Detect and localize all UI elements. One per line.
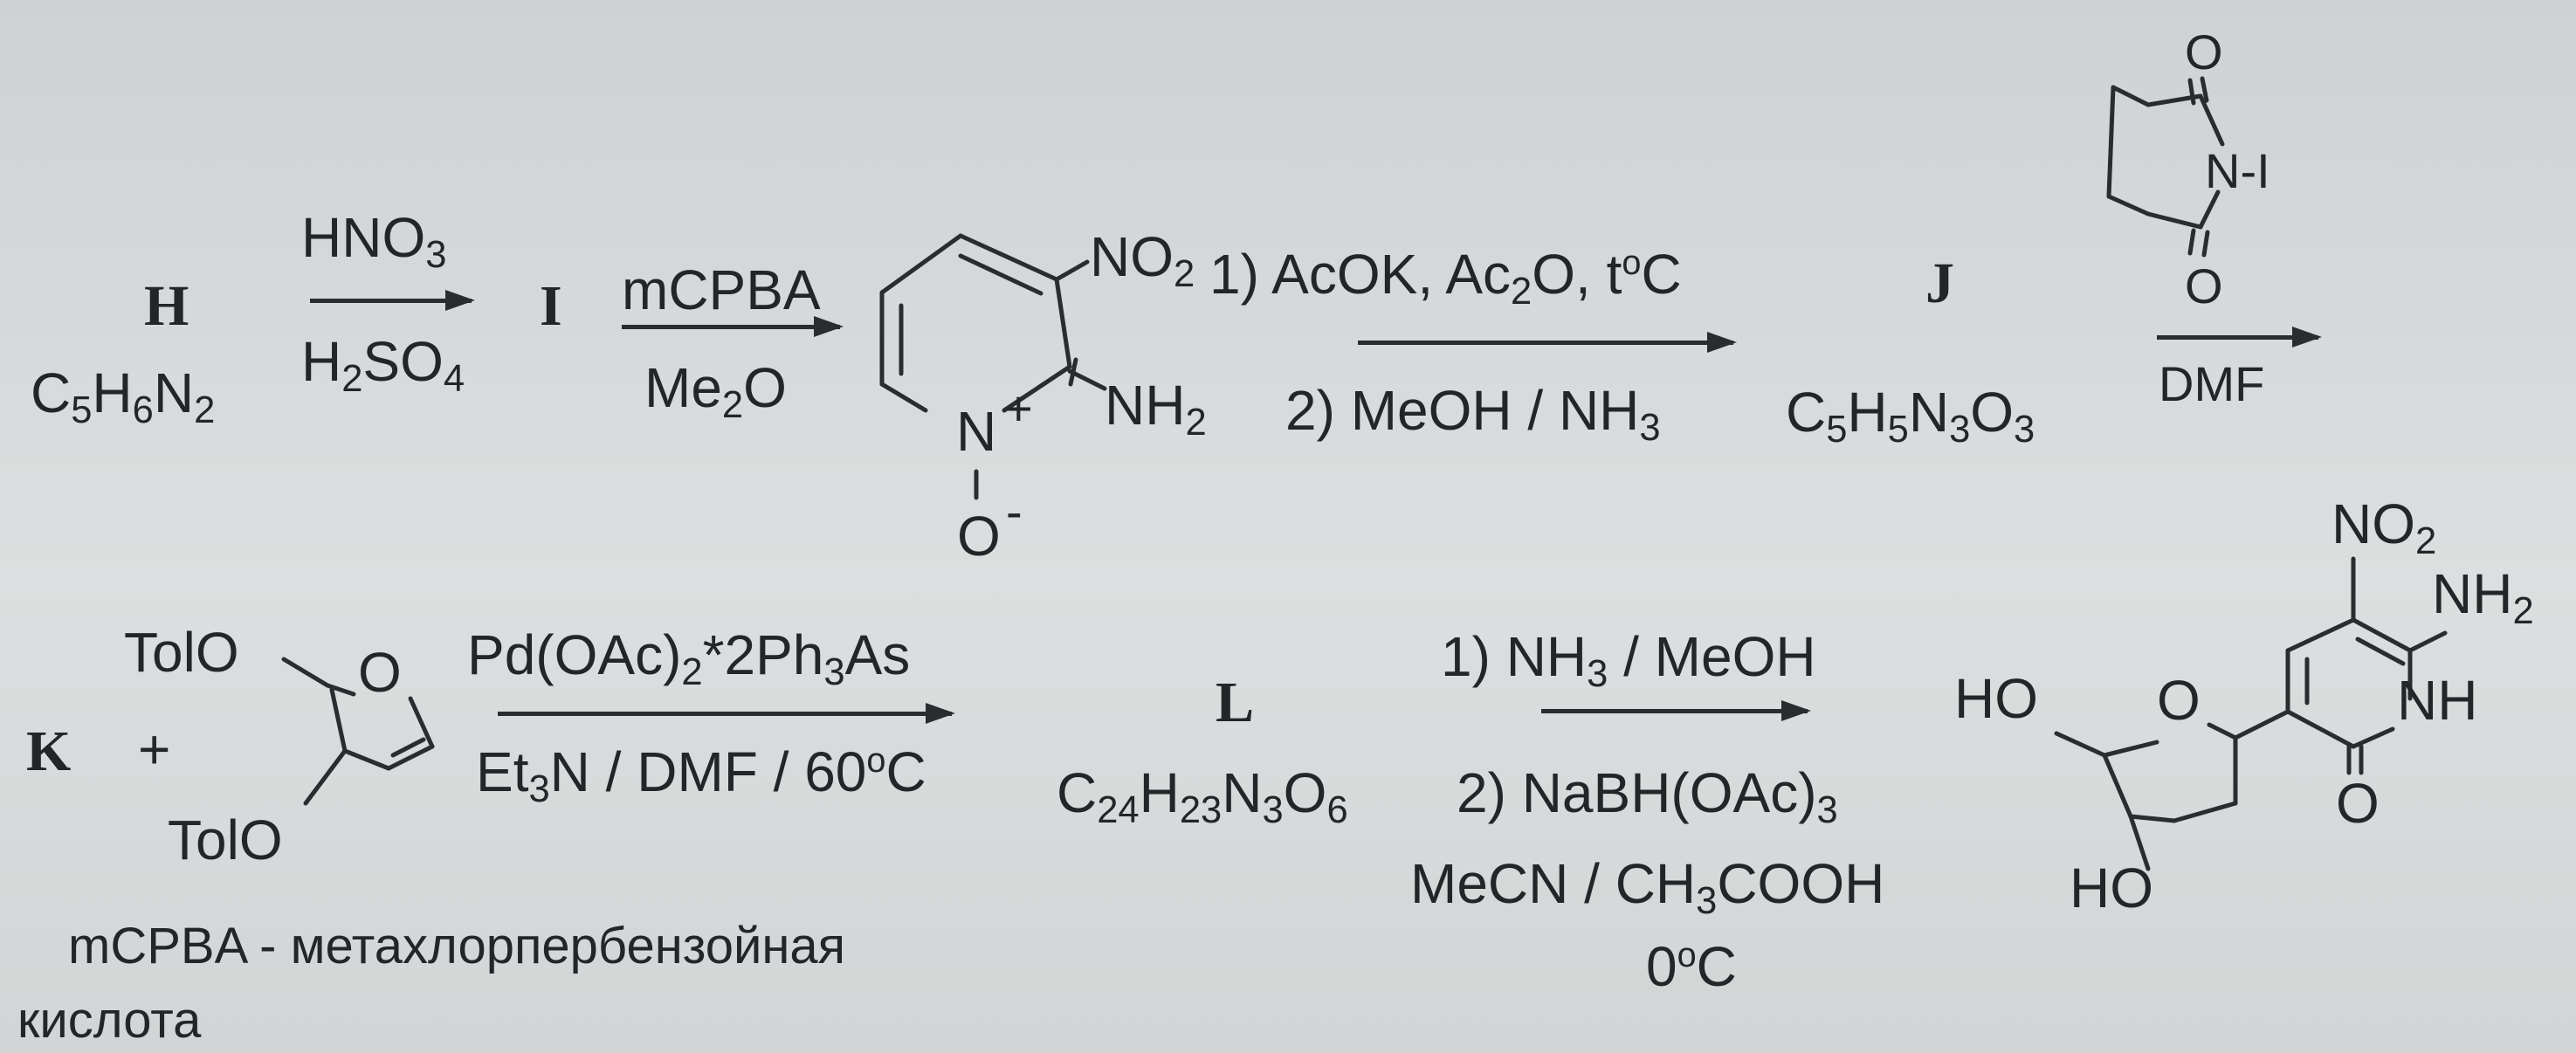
- step6-reagent-below-2: MeCN / CH3COOH: [1410, 852, 1885, 923]
- compound-k-label: K: [26, 719, 72, 783]
- pyridine-nh2-label: NH2: [1105, 374, 1207, 444]
- glycal-tolo-bottom: TolO: [168, 809, 283, 871]
- footnote-line-1: mCPBA - метахлорпербензойная: [68, 918, 846, 974]
- product-carbonyl-o: O: [2336, 772, 2380, 835]
- product-bonds: [2054, 556, 2448, 871]
- step6-reagent-above: 1) NH3 / MeOH: [1441, 625, 1816, 696]
- step4-arrow: [2157, 327, 2322, 348]
- product-ho-bottom: HO: [2070, 857, 2153, 919]
- product-no2-label: NO2: [2331, 492, 2437, 563]
- pyridine-n-label: N: [956, 400, 997, 463]
- product-ho-top: HO: [1954, 667, 2038, 730]
- step1-arrow: [310, 290, 475, 311]
- step3-reagent-below: 2) MeOH / NH3: [1285, 379, 1661, 450]
- compound-j-label: J: [1925, 251, 1954, 315]
- step6-reagent-below-3: 0oC: [1646, 935, 1737, 998]
- step5-arrow: [498, 703, 955, 724]
- product-nh2-label: NH2: [2432, 562, 2534, 633]
- step5-reagent-above: Pd(OAc)2*2Ph3As: [467, 623, 911, 694]
- compound-i-label: I: [540, 274, 562, 338]
- pyridine-oxide-ring-bonds: [879, 233, 1107, 500]
- nis-bonds: [2106, 76, 2225, 258]
- footnote-line-2: кислота: [17, 992, 202, 1049]
- glycal-ring-o: O: [358, 641, 402, 704]
- step1-reagent-above: HNO3: [301, 206, 447, 277]
- compound-j-formula: C5H5N3O3: [1786, 381, 2035, 451]
- glycal-tolo-top: TolO: [124, 621, 239, 684]
- step2-arrow: [622, 316, 844, 337]
- plus-sign: +: [138, 718, 171, 781]
- pyridine-o-label: O: [957, 505, 1001, 568]
- nis-o-bottom: O: [2185, 258, 2223, 313]
- step4-reagent-below: DMF: [2159, 356, 2265, 411]
- compound-h-label: H: [144, 274, 189, 338]
- pyridine-minus-charge: -: [1006, 484, 1023, 539]
- step6-arrow: [1541, 700, 1811, 721]
- step1-reagent-below: H2SO4: [301, 330, 465, 401]
- compound-l-formula: C24H23N3O6: [1057, 761, 1348, 832]
- compound-l-label: L: [1216, 671, 1255, 734]
- nis-n-i-label: N-I: [2205, 143, 2270, 198]
- product-ring-o: O: [2157, 669, 2201, 732]
- glycal-bonds: [281, 657, 435, 806]
- nis-o-top: O: [2185, 24, 2223, 79]
- compound-h-formula: C5H6N2: [31, 361, 216, 432]
- step3-arrow: [1358, 332, 1737, 353]
- step5-reagent-below: Et3N / DMF / 60oC: [476, 740, 926, 811]
- pyridine-plus-charge: +: [1004, 381, 1033, 436]
- step3-reagent-above: 1) AcOK, Ac2O, toC: [1209, 243, 1682, 313]
- step2-reagent-above: mCPBA: [622, 258, 821, 321]
- step6-reagent-below-1: 2) NaBH(OAc)3: [1457, 761, 1838, 832]
- step2-reagent-below: Me2O: [644, 356, 787, 427]
- pyridine-no2-label: NO2: [1090, 225, 1195, 296]
- product-nh-label: NH: [2397, 669, 2478, 732]
